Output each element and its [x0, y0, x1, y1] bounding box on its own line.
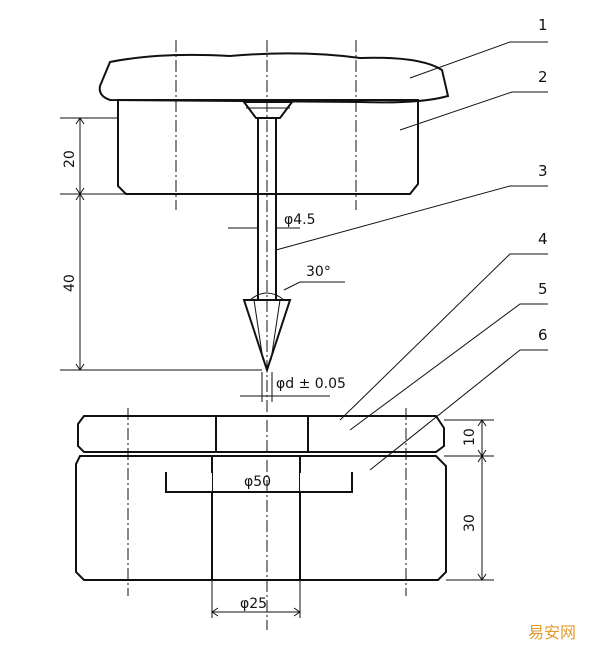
dim-10: 10	[462, 428, 478, 446]
top-plate	[98, 52, 450, 104]
dim-phi25: φ25	[240, 596, 267, 612]
dim-phi45: φ4.5	[284, 212, 316, 228]
label-4: 4	[538, 230, 548, 248]
label-3: 3	[538, 162, 548, 180]
dim-angle: 30°	[306, 264, 331, 280]
label-6: 6	[538, 326, 548, 344]
dim-20: 20	[62, 150, 78, 168]
label-5: 5	[538, 280, 548, 298]
watermark: 易安网	[528, 623, 576, 642]
dim-30: 30	[462, 514, 478, 532]
leaders	[275, 41, 548, 471]
stripper-plate	[77, 415, 445, 453]
dim-bottom	[211, 580, 301, 618]
dim-right	[444, 419, 494, 581]
dim-phid: φd ± 0.05	[276, 376, 346, 392]
label-1: 1	[538, 16, 548, 34]
dim-left	[60, 117, 262, 371]
punch-holder	[117, 99, 419, 195]
dim-phi50: φ50	[244, 474, 271, 490]
die-block	[75, 455, 447, 581]
label-2: 2	[538, 68, 548, 86]
dim-40: 40	[62, 274, 78, 292]
